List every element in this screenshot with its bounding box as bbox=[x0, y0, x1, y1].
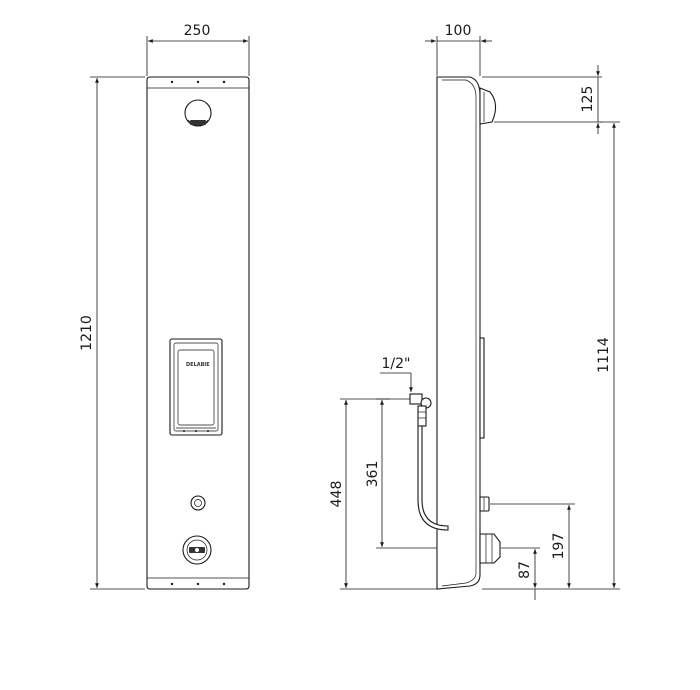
push-button-icon bbox=[190, 495, 206, 511]
side-view bbox=[409, 76, 501, 590]
dim-top-outlet: 125 bbox=[482, 65, 602, 134]
shower-head-icon bbox=[184, 99, 212, 127]
lower-outlet-fitting bbox=[479, 496, 490, 512]
dim-bottom-outlet: 87 bbox=[501, 547, 540, 600]
brand-label: DELABIE bbox=[186, 362, 210, 368]
dim-front-height: 1210 bbox=[79, 76, 145, 590]
front-height-label: 1210 bbox=[79, 315, 95, 351]
bottom-outlet-label: 87 bbox=[517, 561, 533, 579]
dim-lower-outlet: 197 bbox=[490, 503, 575, 588]
dim-inlet-hose: 361 bbox=[365, 398, 437, 549]
bottom-mixer-fitting bbox=[479, 533, 501, 564]
side-module bbox=[479, 337, 485, 439]
control-module: DELABIE bbox=[169, 338, 223, 436]
top-outlet-label: 125 bbox=[580, 86, 596, 113]
dim-side-depth: 100 bbox=[425, 23, 492, 76]
side-panel bbox=[436, 76, 481, 590]
side-shower-head bbox=[479, 87, 497, 125]
inlet-hose-label: 361 bbox=[365, 461, 381, 488]
mixer-knob-icon bbox=[182, 535, 212, 565]
inlet-thread-label: 1/2" bbox=[382, 356, 411, 372]
dim-overall-height: 1114 bbox=[482, 121, 620, 590]
dim-front-width: 250 bbox=[146, 23, 250, 76]
inlet-height-label: 448 bbox=[329, 481, 345, 508]
overall-height-label: 1114 bbox=[596, 337, 612, 373]
front-view: DELABIE bbox=[146, 76, 250, 590]
side-depth-label: 100 bbox=[445, 23, 472, 39]
lower-outlet-label: 197 bbox=[551, 533, 567, 560]
dim-inlet-thread: 1/2" bbox=[380, 356, 413, 392]
inlet-valve bbox=[409, 393, 432, 427]
front-panel bbox=[146, 76, 250, 590]
flex-hose bbox=[417, 425, 449, 531]
dim-inlet-height: 448 bbox=[329, 398, 437, 590]
front-width-label: 250 bbox=[184, 23, 211, 39]
